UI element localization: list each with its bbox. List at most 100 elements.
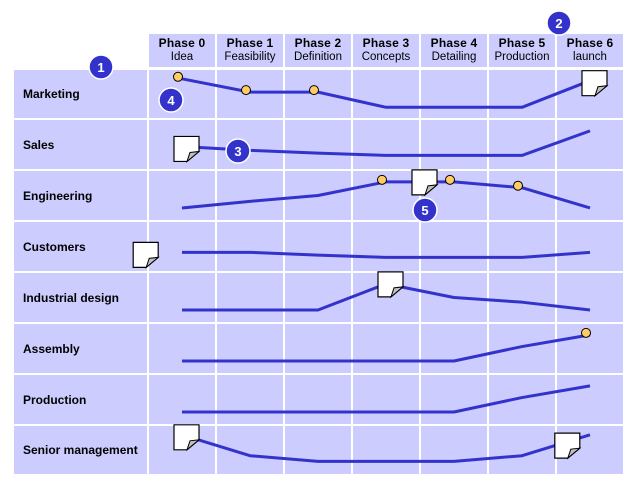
activity-curve xyxy=(182,384,591,414)
activity-curve xyxy=(181,433,591,463)
milestone-dot xyxy=(309,85,319,96)
milestone-dot xyxy=(241,85,251,96)
phase-number: Phase 2 xyxy=(294,36,342,50)
grid-cell xyxy=(285,70,351,118)
grid-cell xyxy=(489,120,555,169)
document-icon xyxy=(173,424,201,452)
grid-cell xyxy=(285,375,351,424)
grid-cell xyxy=(353,324,419,373)
document-icon xyxy=(173,135,201,163)
phase-name: Feasibility xyxy=(224,51,276,63)
grid-cell xyxy=(353,375,419,424)
grid-cell xyxy=(557,273,623,322)
row-label-industrial-design: Industrial design xyxy=(14,273,147,322)
grid-cell xyxy=(285,324,351,373)
phase-name: Production xyxy=(494,51,550,63)
activity-curve xyxy=(181,180,591,210)
grid-cell xyxy=(217,222,283,271)
grid-cell xyxy=(557,120,623,169)
grid-cell xyxy=(421,120,487,169)
grid-cell xyxy=(149,273,215,322)
activity-curve xyxy=(182,250,591,259)
grid-cell xyxy=(353,70,419,118)
grid-cell xyxy=(217,324,283,373)
callout-number: 5 xyxy=(421,203,428,218)
milestone-dot xyxy=(513,180,523,191)
grid-cell xyxy=(149,171,215,220)
grid-cell xyxy=(285,273,351,322)
grid-cell xyxy=(489,324,555,373)
grid-cell xyxy=(217,70,283,118)
row-label-engineering: Engineering xyxy=(14,171,147,220)
grid-cell xyxy=(217,171,283,220)
document-icon xyxy=(411,169,439,197)
grid-cell xyxy=(557,171,623,220)
grid-cell xyxy=(489,375,555,424)
phase-name: Detailing xyxy=(431,51,477,63)
grid-cell xyxy=(149,324,215,373)
phase-name: Idea xyxy=(170,51,194,63)
callout-number: 3 xyxy=(234,144,241,159)
row-label-senior-management: Senior management xyxy=(14,426,147,474)
grid-cell xyxy=(557,375,623,424)
document-icon xyxy=(554,432,582,460)
callout-number: 4 xyxy=(167,93,175,108)
grid-cell xyxy=(489,273,555,322)
grid-cell xyxy=(285,426,351,474)
grid-cell xyxy=(421,222,487,271)
phase-number: Phase 5 xyxy=(498,36,546,50)
document-icon xyxy=(132,241,160,269)
row-label-sales: Sales xyxy=(14,120,147,169)
phase-number: Phase 0 xyxy=(158,36,206,50)
activity-curve xyxy=(182,333,591,363)
grid-cell xyxy=(489,222,555,271)
grid-cell xyxy=(489,70,555,118)
milestone-dot xyxy=(173,71,183,82)
grid-cell xyxy=(557,222,623,271)
phase-number: Phase 3 xyxy=(362,36,410,50)
grid-cell xyxy=(421,375,487,424)
phase-name: launch xyxy=(573,51,607,63)
grid-cell xyxy=(421,324,487,373)
row-label-marketing: Marketing xyxy=(14,70,147,118)
grid-cell xyxy=(421,426,487,474)
callout-marker-3: 3 xyxy=(225,138,251,164)
document-icon xyxy=(581,70,609,98)
phase-number: Phase 4 xyxy=(430,36,478,50)
grid-cell xyxy=(353,222,419,271)
milestone-dot xyxy=(581,327,591,338)
row-label-customers: Customers xyxy=(14,222,147,271)
callout-marker-2: 2 xyxy=(546,10,572,36)
phase-name: Definition xyxy=(294,51,342,63)
callout-marker-4: 4 xyxy=(158,87,184,113)
phase-number: Phase 1 xyxy=(226,36,274,50)
grid-cell xyxy=(217,273,283,322)
document-icon xyxy=(377,271,405,299)
grid-cell xyxy=(353,426,419,474)
milestone-dot xyxy=(377,174,387,185)
callout-number: 2 xyxy=(555,16,562,31)
callout-number: 1 xyxy=(97,60,104,75)
grid-cell xyxy=(285,222,351,271)
callout-marker-1: 1 xyxy=(88,54,114,80)
callout-marker-5: 5 xyxy=(412,197,438,223)
row-label-production: Production xyxy=(14,375,147,424)
grid-cell xyxy=(285,120,351,169)
phase-number: Phase 6 xyxy=(566,36,614,50)
milestone-dot xyxy=(445,174,455,185)
grid-cell xyxy=(421,70,487,118)
grid-cell xyxy=(149,222,215,271)
grid-cell xyxy=(217,375,283,424)
grid-cell xyxy=(353,120,419,169)
grid-cell xyxy=(149,375,215,424)
phase-name: Concepts xyxy=(361,51,411,63)
